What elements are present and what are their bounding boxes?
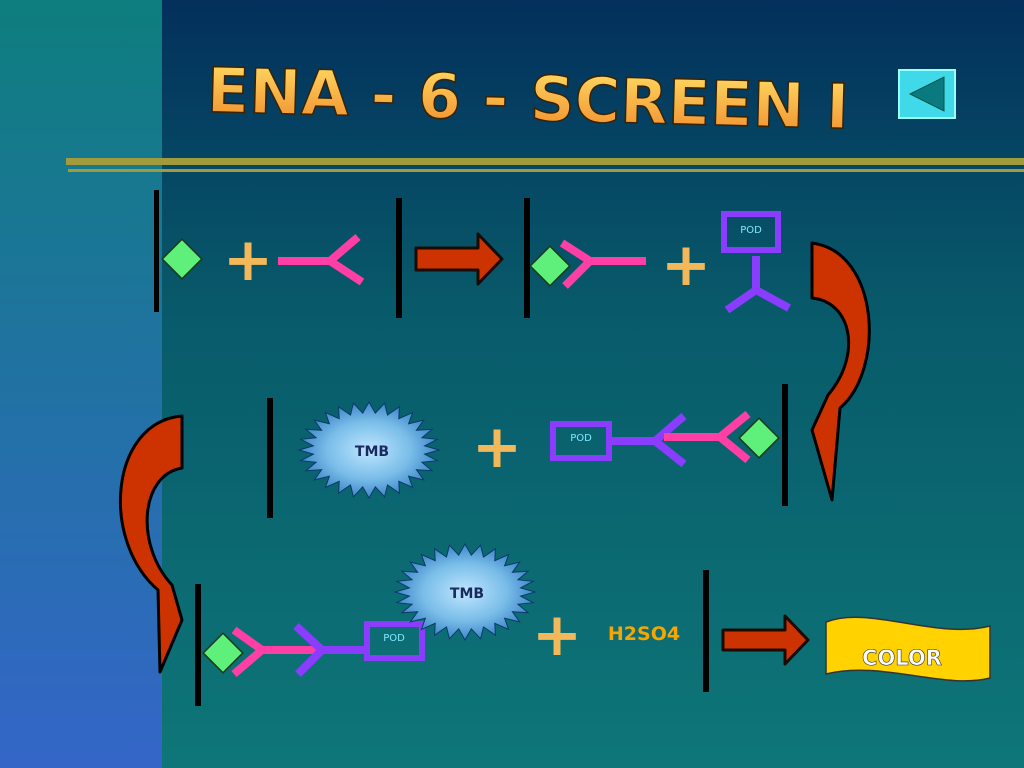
plate-surface bbox=[782, 384, 788, 506]
plus-sign: + bbox=[223, 225, 273, 295]
tmb-label: TMB bbox=[450, 586, 484, 602]
left-sidebar-panel bbox=[0, 0, 162, 768]
bound-antibody bbox=[559, 239, 646, 289]
reaction-arrow bbox=[414, 232, 504, 286]
secondary-antibody bbox=[724, 256, 791, 314]
reaction-arrow bbox=[721, 614, 810, 666]
curved-arrow-left bbox=[119, 414, 184, 674]
acid-label: H2SO4 bbox=[608, 623, 680, 645]
pod-enzyme-box bbox=[721, 211, 781, 253]
antigen-diamond bbox=[738, 417, 780, 459]
pod-enzyme-box bbox=[550, 421, 612, 461]
back-triangle-icon bbox=[908, 76, 945, 112]
slide-title: ENA - 6 - SCREEN I bbox=[206, 54, 850, 144]
secondary-antibody bbox=[610, 412, 687, 468]
pod-label: POD bbox=[740, 225, 762, 236]
plate-surface bbox=[267, 398, 273, 518]
plate-surface bbox=[396, 198, 402, 318]
plate-surface bbox=[703, 570, 709, 692]
primary-antibody bbox=[664, 410, 751, 464]
plate-surface bbox=[154, 190, 159, 312]
primary-antibody bbox=[231, 626, 318, 678]
antigen-diamond bbox=[161, 238, 203, 280]
tmb-label: TMB bbox=[355, 444, 389, 460]
antigen-diamond bbox=[202, 632, 244, 674]
curved-arrow-right bbox=[810, 241, 871, 502]
tmb-starburst bbox=[393, 542, 537, 642]
plus-sign: + bbox=[661, 230, 711, 300]
title-divider-top bbox=[66, 158, 1024, 165]
pod-label: POD bbox=[383, 633, 405, 644]
plus-sign: + bbox=[472, 412, 522, 482]
pod-label: POD bbox=[570, 433, 592, 444]
pod-enzyme-box bbox=[364, 621, 425, 661]
secondary-antibody bbox=[293, 623, 366, 677]
primary-antibody bbox=[278, 233, 365, 286]
antigen-diamond bbox=[529, 245, 571, 287]
back-button[interactable] bbox=[898, 69, 956, 119]
plate-surface bbox=[524, 198, 530, 318]
color-result-banner bbox=[825, 616, 991, 682]
title-divider-bottom bbox=[68, 169, 1024, 172]
plus-sign: + bbox=[532, 600, 582, 670]
tmb-starburst bbox=[297, 400, 441, 500]
plate-surface bbox=[195, 584, 201, 706]
color-result-label: COLOR bbox=[862, 646, 942, 670]
